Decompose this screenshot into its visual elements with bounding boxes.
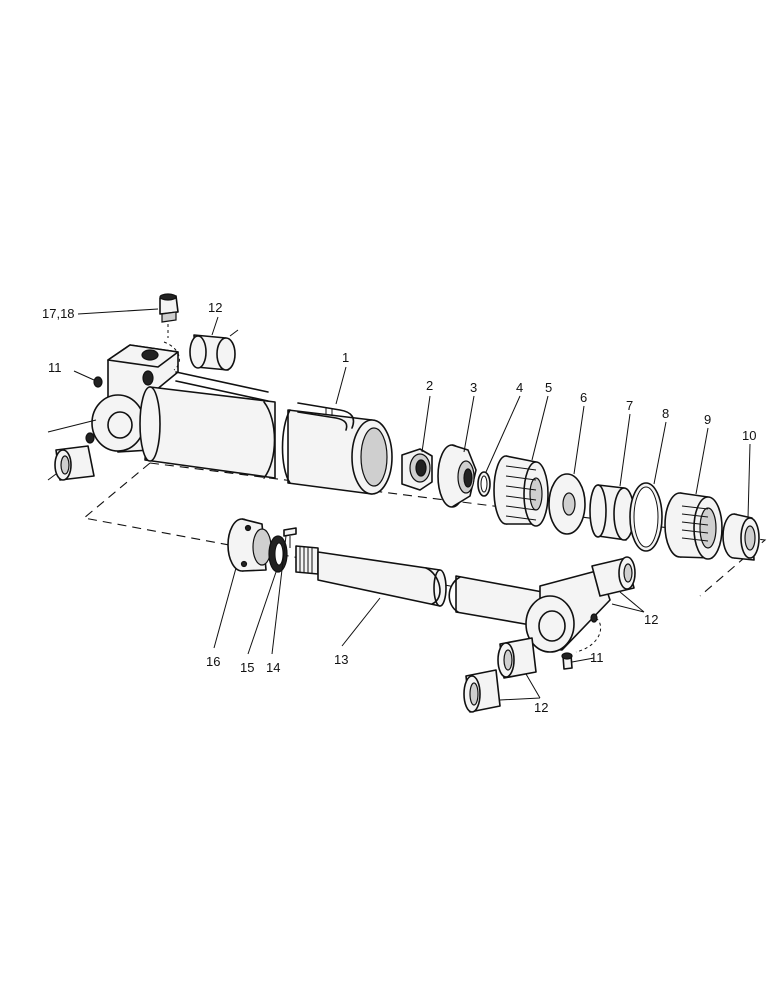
gland-cap-part-16 bbox=[227, 518, 272, 572]
bushing-part-12-bottom-b bbox=[463, 669, 501, 713]
callout-16: 16 bbox=[206, 654, 220, 669]
callout-4: 4 bbox=[516, 380, 523, 395]
callout-8: 8 bbox=[662, 406, 669, 421]
piston-part-3 bbox=[437, 444, 477, 508]
plug-and-washer-part-17-18 bbox=[159, 293, 180, 371]
grease-fitting-part-11-top bbox=[85, 376, 103, 444]
callout-15: 15 bbox=[240, 660, 254, 675]
callout-11-bottom: 11 bbox=[590, 650, 604, 665]
wiper-part-10 bbox=[722, 513, 760, 561]
cylinder-barrel-part-1 bbox=[91, 344, 393, 495]
callout-labels: 17,18 12 11 1 2 3 4 5 6 7 8 9 10 16 15 1… bbox=[42, 300, 756, 715]
bushing-part-12-left bbox=[47, 419, 97, 481]
o-ring-part-4 bbox=[477, 471, 491, 497]
leader-lines bbox=[73, 308, 751, 701]
set-screw-part-14 bbox=[283, 527, 297, 548]
callout-1: 1 bbox=[342, 350, 349, 365]
assembly-outline bbox=[82, 462, 767, 613]
callout-10: 10 bbox=[742, 428, 756, 443]
packing-part-5 bbox=[493, 455, 549, 527]
callout-7: 7 bbox=[626, 398, 633, 413]
o-ring-part-8 bbox=[629, 482, 663, 552]
callout-2: 2 bbox=[426, 378, 433, 393]
callout-12-right: 12 bbox=[644, 612, 658, 627]
callout-5: 5 bbox=[545, 380, 552, 395]
callout-12-bottom: 12 bbox=[534, 700, 548, 715]
piston-rod-part-13 bbox=[295, 545, 636, 653]
callout-3: 3 bbox=[470, 380, 477, 395]
callout-13: 13 bbox=[334, 652, 348, 667]
callout-9: 9 bbox=[704, 412, 711, 427]
nut-part-2 bbox=[401, 448, 433, 491]
sleeve-part-7 bbox=[589, 484, 635, 541]
callout-14: 14 bbox=[266, 660, 280, 675]
bushing-part-12-top bbox=[189, 329, 239, 371]
gland-part-9 bbox=[664, 492, 723, 560]
bushing-part-12-bottom-a bbox=[497, 637, 537, 679]
callout-12-top: 12 bbox=[208, 300, 222, 315]
callout-11-top: 11 bbox=[48, 360, 62, 375]
callout-17-18: 17,18 bbox=[42, 306, 75, 321]
washer-part-6 bbox=[548, 473, 586, 535]
callout-6: 6 bbox=[580, 390, 587, 405]
grease-fitting-part-11-bottom bbox=[561, 652, 573, 670]
